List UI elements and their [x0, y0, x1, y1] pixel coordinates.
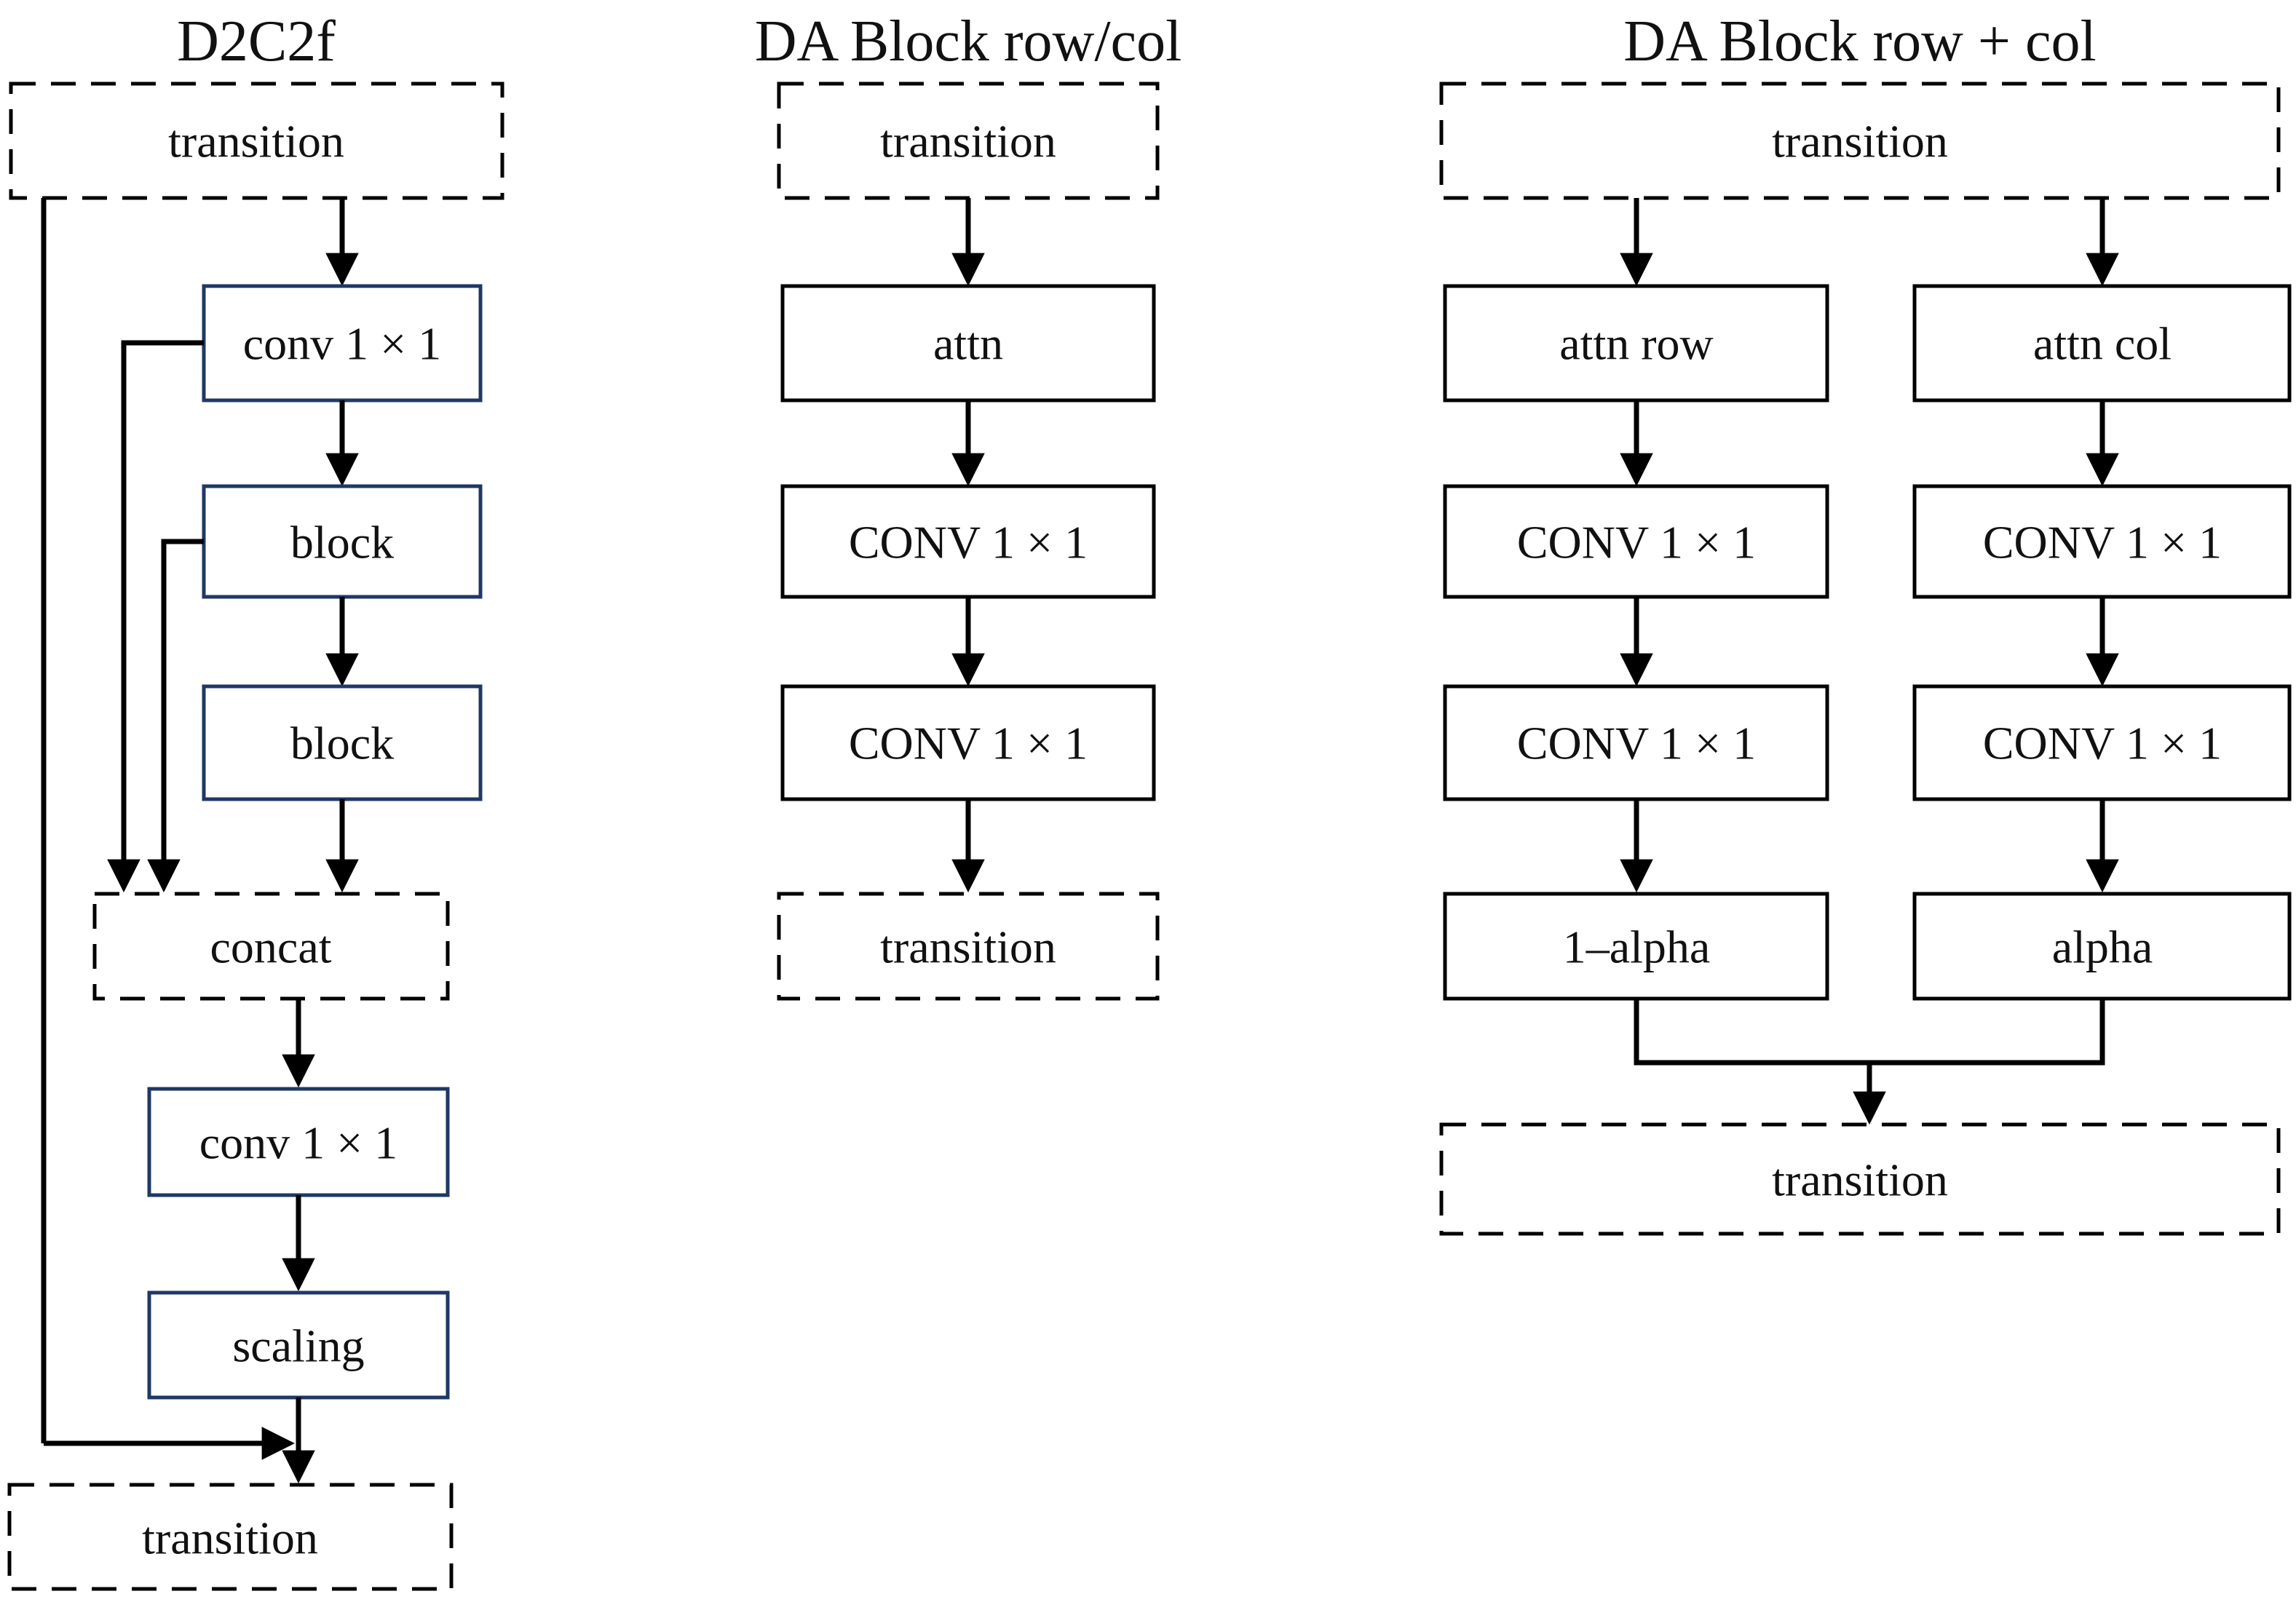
node-left-conv1-label: conv 1 × 1: [243, 317, 442, 369]
node-right-conv-col-a: [1912, 484, 2292, 599]
node-right-transition-top-label: transition: [1772, 115, 1948, 167]
node-right-attn-col-label: attn col: [2033, 317, 2172, 369]
node-right-alpha-label: alpha: [2052, 921, 2153, 972]
column-title-d2c2f: D2C2f: [177, 9, 336, 74]
node-left-conv1: [202, 284, 483, 403]
node-left-transition-bottom-label: transition: [142, 1512, 318, 1563]
node-right-attn-col: [1912, 284, 2292, 403]
node-right-alpha: [1912, 892, 2292, 1001]
node-left-scaling-label: scaling: [232, 1320, 364, 1371]
node-left-conv2: [147, 1087, 450, 1197]
node-left-transition-top: [9, 82, 504, 200]
node-left-scaling: [147, 1290, 450, 1400]
column-da-block-rowcol: DA Block row/col transition attn CONV 1 …: [755, 9, 1182, 1001]
edge-skip-block-to-concat: [147, 539, 204, 893]
node-right-conv-row-b: [1443, 684, 1829, 801]
node-right-conv-col-b-label: CONV 1 × 1: [1983, 717, 2222, 769]
column-title-da-rowcol: DA Block row/col: [755, 9, 1182, 74]
node-right-one-minus-alpha-label: 1–alpha: [1563, 921, 1711, 972]
column-d2c2f: D2C2f transition conv 1 × 1 block block …: [7, 9, 504, 1591]
node-right-conv-row-a-label: CONV 1 × 1: [1517, 516, 1756, 568]
node-right-conv-row-b-label: CONV 1 × 1: [1517, 717, 1756, 769]
node-right-transition-top: [1439, 82, 2281, 200]
node-right-transition-bottom: [1439, 1122, 2281, 1236]
node-mid-conv-b-label: CONV 1 × 1: [849, 717, 1088, 769]
node-right-transition-bottom-label: transition: [1772, 1154, 1948, 1205]
node-right-attn-row: [1443, 284, 1829, 403]
node-left-block2-label: block: [290, 717, 394, 769]
node-left-concat: [92, 892, 450, 1001]
node-right-conv-row-a: [1443, 484, 1829, 599]
node-left-block1: [202, 484, 483, 599]
node-left-block1-label: block: [290, 516, 394, 568]
node-mid-transition-bottom: [777, 892, 1160, 1001]
node-mid-attn-label: attn: [933, 317, 1003, 369]
edge-skip-conv-to-concat: [107, 340, 204, 893]
node-left-conv2-label: conv 1 × 1: [199, 1117, 398, 1168]
node-mid-conv-b: [780, 684, 1156, 801]
node-right-conv-col-a-label: CONV 1 × 1: [1983, 516, 2222, 568]
node-right-attn-row-label: attn row: [1559, 317, 1714, 369]
column-title-da-row-plus-col: DA Block row + col: [1623, 9, 2097, 74]
node-left-block2: [202, 684, 483, 801]
node-mid-conv-a-label: CONV 1 × 1: [849, 516, 1088, 568]
node-left-transition-top-label: transition: [168, 115, 344, 167]
column-da-block-row-plus-col: DA Block row + col transition attn row a…: [1439, 9, 2292, 1236]
node-left-transition-bottom: [7, 1483, 454, 1591]
node-left-concat-label: concat: [210, 921, 332, 972]
node-mid-transition-top-label: transition: [880, 115, 1056, 167]
node-mid-transition-bottom-label: transition: [880, 921, 1056, 972]
